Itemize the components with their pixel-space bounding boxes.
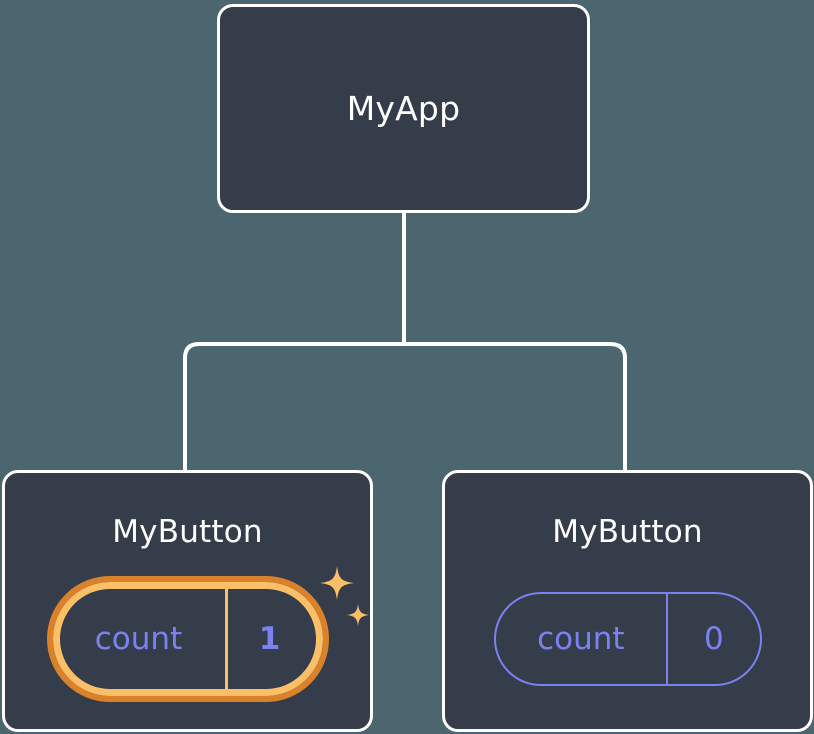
state-pill-left-key: count — [94, 621, 183, 657]
state-pill-left-divider — [224, 582, 228, 696]
node-mybutton-left[interactable]: MyButton count 1 — [2, 470, 373, 732]
state-pill-left[interactable]: count 1 — [46, 576, 329, 702]
state-pill-right-key: count — [537, 621, 625, 657]
state-pill-right-value: 0 — [703, 621, 724, 657]
node-mybutton-left-label: MyButton — [112, 514, 263, 550]
node-myapp[interactable]: MyApp — [217, 4, 590, 213]
node-mybutton-right[interactable]: MyButton count 0 — [442, 470, 813, 732]
state-pill-left-wrapper: count 1 — [46, 566, 369, 702]
node-mybutton-right-label: MyButton — [552, 514, 703, 550]
state-pill-right-wrapper: count 0 — [493, 592, 762, 686]
state-pill-left-value: 1 — [258, 621, 281, 657]
node-myapp-label: MyApp — [346, 89, 461, 128]
state-pill-right-divider — [666, 594, 669, 684]
state-pill-right[interactable]: count 0 — [493, 592, 762, 686]
